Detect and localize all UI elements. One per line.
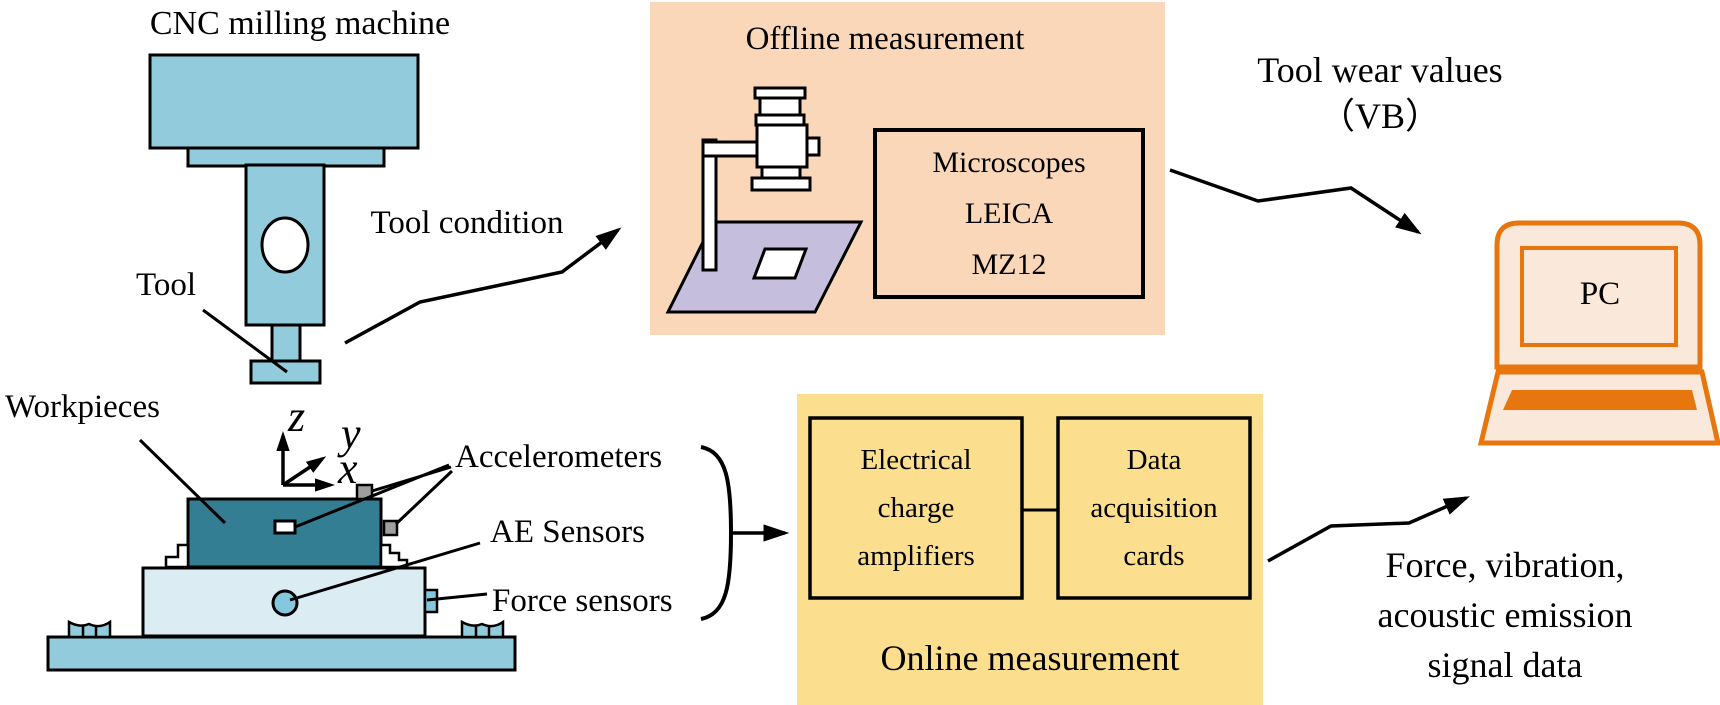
ae-sensor-leader-line: [289, 541, 481, 602]
online-measurement-panel: [797, 394, 1263, 705]
pc-drawing: [1477, 220, 1720, 446]
tool-condition-arrow: [344, 227, 622, 345]
machine-flange: [186, 146, 386, 168]
tool-condition-label: Tool condition: [370, 205, 564, 241]
tool-neck: [270, 323, 302, 363]
daq-box-text: Data acquisition cards: [1058, 418, 1250, 598]
microscope-part-5: [760, 165, 802, 180]
spindle-hole: [260, 216, 310, 274]
microscope-part-2: [758, 96, 802, 117]
ae-sensors-label: AE Sensors: [490, 514, 645, 550]
workpieces-label: Workpieces: [5, 389, 160, 425]
daq-line-2: acquisition: [1090, 492, 1218, 524]
cnc-machine-drawing: [148, 53, 420, 385]
coordinate-axes: [276, 431, 335, 492]
offline-measurement-title: Offline measurement: [745, 21, 1025, 57]
daq-line-3: cards: [1123, 540, 1185, 572]
base-plate: [46, 635, 517, 672]
machine-head: [148, 53, 420, 150]
signals-text: Force, vibration, acoustic emission sign…: [1320, 540, 1690, 690]
pc-screen: [1520, 246, 1678, 347]
accelerometers-label: Accelerometers: [455, 439, 663, 475]
signals-line-1: Force, vibration,: [1385, 545, 1625, 585]
signals-line-2: acoustic emission: [1377, 595, 1633, 635]
tool-label: Tool: [136, 267, 197, 303]
right-clamp-step: [379, 543, 409, 569]
signals-to-pc-arrow: [1267, 496, 1470, 563]
right-tslot-clamp: [460, 619, 505, 639]
microscope-drawing: [665, 86, 864, 314]
microscope-knob: [805, 136, 821, 157]
accelerometer-leader-2: [394, 469, 454, 526]
cnc-machine-title: CNC milling machine: [149, 5, 451, 42]
axis-x-label: x: [338, 444, 358, 493]
microscopes-box: [873, 128, 1145, 299]
amplifier-box: [808, 416, 1024, 600]
accelerometer-side-icon: [382, 519, 399, 537]
amplifier-line-1: Electrical: [860, 444, 972, 476]
microscopes-line-2: LEICA: [964, 197, 1054, 230]
accelerometer-front-icon: [273, 519, 297, 535]
force-sensor-leader-line: [426, 592, 488, 602]
sensor-group-bracket: [700, 445, 734, 621]
workpieces-leader-line: [138, 438, 227, 525]
amplifier-line-2: charge: [877, 492, 955, 524]
microscopes-line-1: Microscopes: [932, 146, 1086, 179]
pc-label: PC: [1579, 276, 1621, 312]
microscope-slide: [751, 247, 809, 280]
daq-box: [1056, 416, 1252, 600]
tool-leader-line: [202, 308, 288, 374]
daq-line-1: Data: [1126, 444, 1182, 476]
axis-y-label: y: [341, 409, 361, 458]
accelerometer-leader-3: [294, 463, 450, 529]
axis-z-label: z: [288, 392, 306, 441]
microscopes-line-3: MZ12: [971, 248, 1047, 281]
microscope-body: [755, 123, 809, 169]
microscope-part-6: [750, 176, 812, 192]
signals-line-3: signal data: [1427, 645, 1583, 685]
microscopes-box-text: Microscopes LEICA MZ12: [875, 130, 1143, 297]
left-clamp-step: [164, 543, 190, 569]
tool-wear-arrow: [1169, 168, 1422, 235]
microscope-post: [701, 138, 718, 272]
tool-wear-values-line2: （VB）: [1318, 96, 1441, 136]
amplifier-line-3: amplifiers: [857, 540, 975, 572]
left-tslot-clamp: [67, 619, 112, 639]
ae-sensor-icon: [271, 589, 299, 617]
tool-wear-values-line1: Tool wear values: [1257, 50, 1503, 90]
pc-keyboard: [1503, 390, 1697, 410]
amplifier-box-text: Electrical charge amplifiers: [810, 418, 1022, 598]
axis-y-arrow: [282, 456, 327, 487]
force-sensors-label: Force sensors: [492, 583, 673, 619]
workpiece-assembly: [46, 483, 517, 672]
online-measurement-title: Online measurement: [880, 638, 1180, 678]
leader-lines: [138, 438, 488, 602]
